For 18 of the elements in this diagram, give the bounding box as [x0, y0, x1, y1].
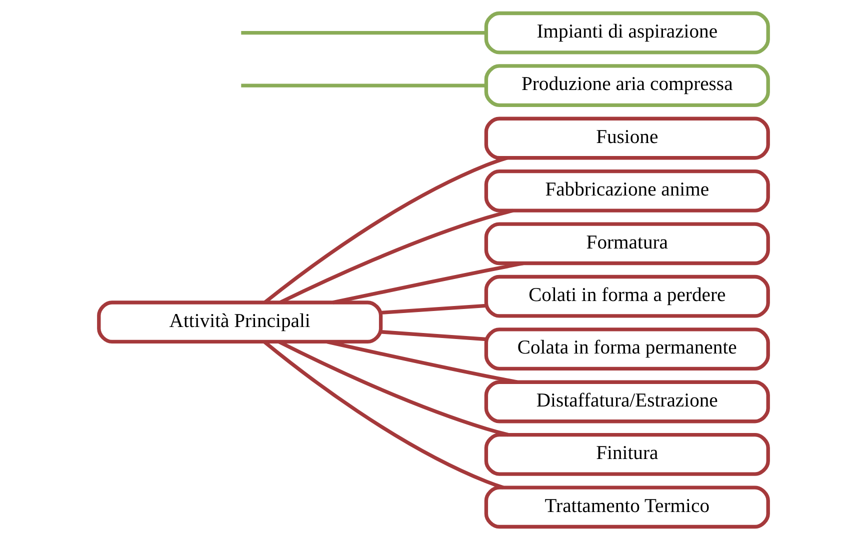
- node-box: Colata in forma permanente: [484, 328, 770, 370]
- node-box: Formatura: [484, 222, 770, 266]
- node-box: Fusione: [484, 116, 770, 160]
- connector: [280, 208, 514, 304]
- connector: [380, 304, 486, 315]
- connector: [332, 261, 524, 304]
- node-box: Attività Principali: [97, 300, 383, 344]
- node-box: Distaffatura/Estrazione: [484, 380, 770, 424]
- node-box: Finitura: [484, 433, 770, 476]
- node-box: Trattamento Termico: [484, 486, 770, 529]
- node-box: Produzione aria compressa: [484, 64, 770, 107]
- connector: [380, 330, 486, 342]
- connector: [326, 340, 518, 384]
- connector: [241, 31, 486, 35]
- node-box: Colati in forma a perdere: [484, 274, 770, 318]
- node-box: Impianti di aspirazione: [484, 11, 770, 54]
- node-box: Fabbricazione anime: [484, 170, 770, 212]
- connector: [241, 84, 486, 88]
